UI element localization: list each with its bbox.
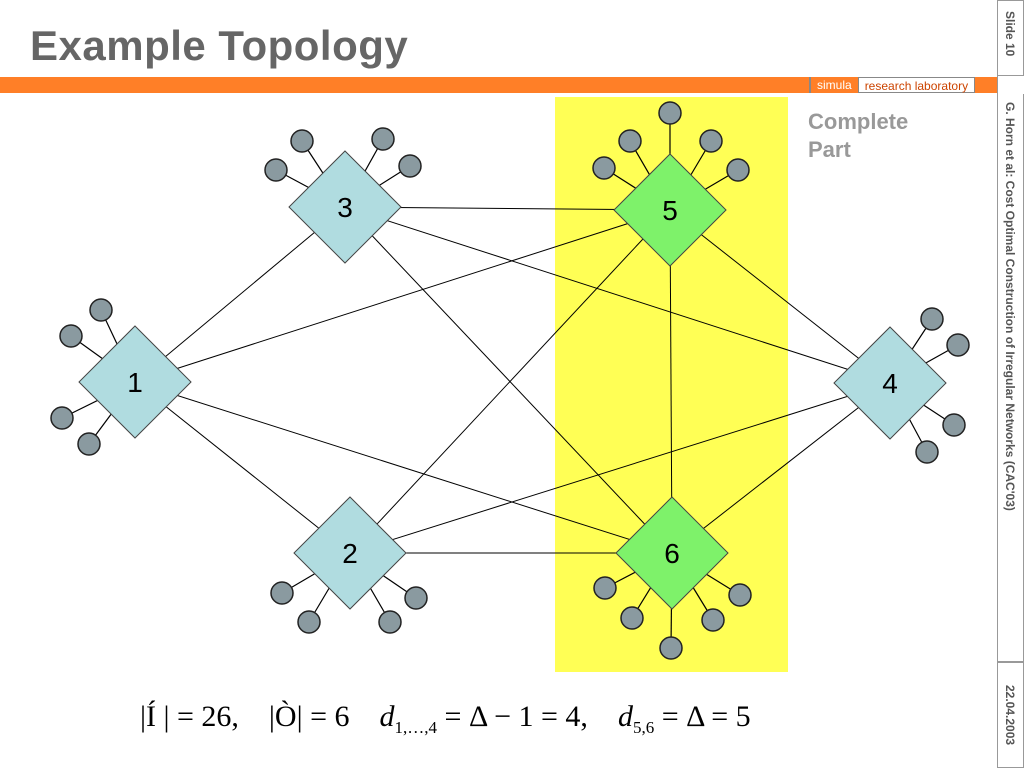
- terminal-2-3: [404, 586, 428, 610]
- node-label-6: 6: [664, 538, 680, 569]
- terminal-5-3: [699, 129, 723, 153]
- formula-d-2-sub: 5,6: [632, 718, 655, 737]
- edge-1-3: [134, 206, 346, 383]
- brand-research-lab: research laboratory: [857, 77, 976, 93]
- edge-1-6: [134, 381, 673, 554]
- terminal-2-2: [378, 610, 402, 634]
- slide-title: Example Topology: [30, 22, 409, 69]
- terminal-1-0: [89, 298, 113, 322]
- edge-5-4: [669, 209, 891, 384]
- terminal-6-0: [593, 576, 617, 600]
- terminal-3-2: [371, 127, 395, 151]
- edge-1-2: [134, 381, 351, 554]
- node-5: [613, 153, 727, 267]
- date-box: 22.04.2003: [997, 662, 1024, 768]
- node-3: [288, 150, 402, 264]
- terminal-3-1: [290, 129, 314, 153]
- edge-2-4: [349, 382, 891, 554]
- node-6: [615, 496, 729, 610]
- terminal-4-0: [920, 307, 944, 331]
- brand-logo: simula research laboratory: [809, 77, 976, 93]
- terminal-6-1: [620, 606, 644, 630]
- edge-3-4: [344, 206, 891, 384]
- brand-simula: simula: [809, 77, 858, 93]
- complete-part-line2: Part: [808, 137, 851, 162]
- formula-d-1: d: [379, 700, 395, 733]
- formula-term-2: |Ò| = 6: [268, 700, 350, 733]
- complete-part-label: Complete Part: [808, 108, 908, 164]
- terminal-5-2: [618, 129, 642, 153]
- terminal-1-3: [77, 432, 101, 456]
- formula-term-3: = Δ − 1 = 4,: [437, 700, 588, 733]
- terminal-2-1: [297, 610, 321, 634]
- terminal-2-0: [270, 581, 294, 605]
- author-line: G. Horn et al: Cost Optimal Construction…: [1003, 102, 1017, 511]
- formula-term-4: = Δ = 5: [654, 700, 751, 733]
- node-4: [833, 326, 947, 440]
- edge-1-5: [134, 209, 671, 383]
- formula-term-1: |Í | = 26,: [140, 700, 239, 733]
- node-1: [78, 325, 192, 439]
- topology-diagram: 1 2 3 4 5 6: [50, 97, 970, 672]
- formula-d-1-sub: 1,…,4: [394, 718, 438, 737]
- author-box: G. Horn et al: Cost Optimal Construction…: [997, 94, 1024, 662]
- edge-6-4: [671, 382, 891, 554]
- node-label-2: 2: [342, 538, 358, 569]
- edge-2-5: [349, 209, 671, 554]
- terminal-5-0: [658, 101, 682, 125]
- terminal-6-3: [701, 608, 725, 632]
- node-label-1: 1: [127, 367, 143, 398]
- slide-number: Slide 10: [1003, 11, 1017, 57]
- terminal-5-1: [592, 156, 616, 180]
- terminal-1-1: [59, 324, 83, 348]
- complete-part-line1: Complete: [808, 109, 909, 134]
- terminal-6-2: [659, 636, 683, 660]
- node-label-5: 5: [662, 195, 678, 226]
- node-label-4: 4: [882, 368, 898, 399]
- formula: |Í | = 26, |Ò| = 6 d1,…,4 = Δ − 1 = 4, d…: [140, 700, 751, 738]
- terminal-4-2: [942, 413, 966, 437]
- node-2: [293, 496, 407, 610]
- terminal-1-2: [50, 406, 74, 430]
- slide-date: 22.04.2003: [1003, 685, 1017, 746]
- edge-5-6: [669, 209, 673, 554]
- terminal-5-4: [726, 158, 750, 182]
- header-bar: [0, 77, 997, 93]
- nodes-layer: 1 2 3 4 5 6: [78, 150, 947, 610]
- edge-3-6: [344, 206, 673, 554]
- terminal-6-4: [728, 583, 752, 607]
- slide-number-box: Slide 10: [997, 0, 1024, 76]
- terminal-4-3: [915, 440, 939, 464]
- terminal-3-0: [264, 158, 288, 182]
- terminal-4-1: [946, 333, 970, 357]
- terminal-3-3: [398, 154, 422, 178]
- formula-d-2: d: [617, 700, 633, 733]
- node-label-3: 3: [337, 192, 353, 223]
